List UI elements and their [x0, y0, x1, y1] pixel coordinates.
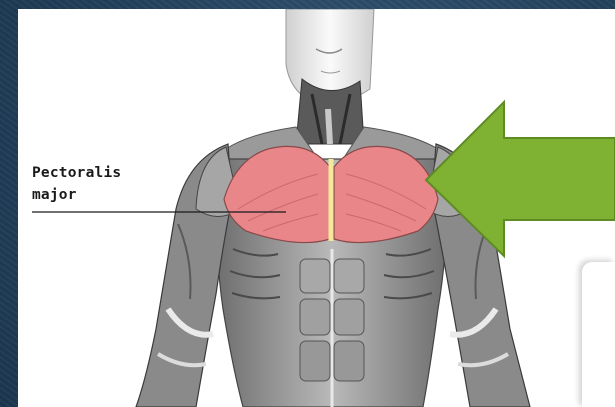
callout-box	[582, 262, 615, 407]
